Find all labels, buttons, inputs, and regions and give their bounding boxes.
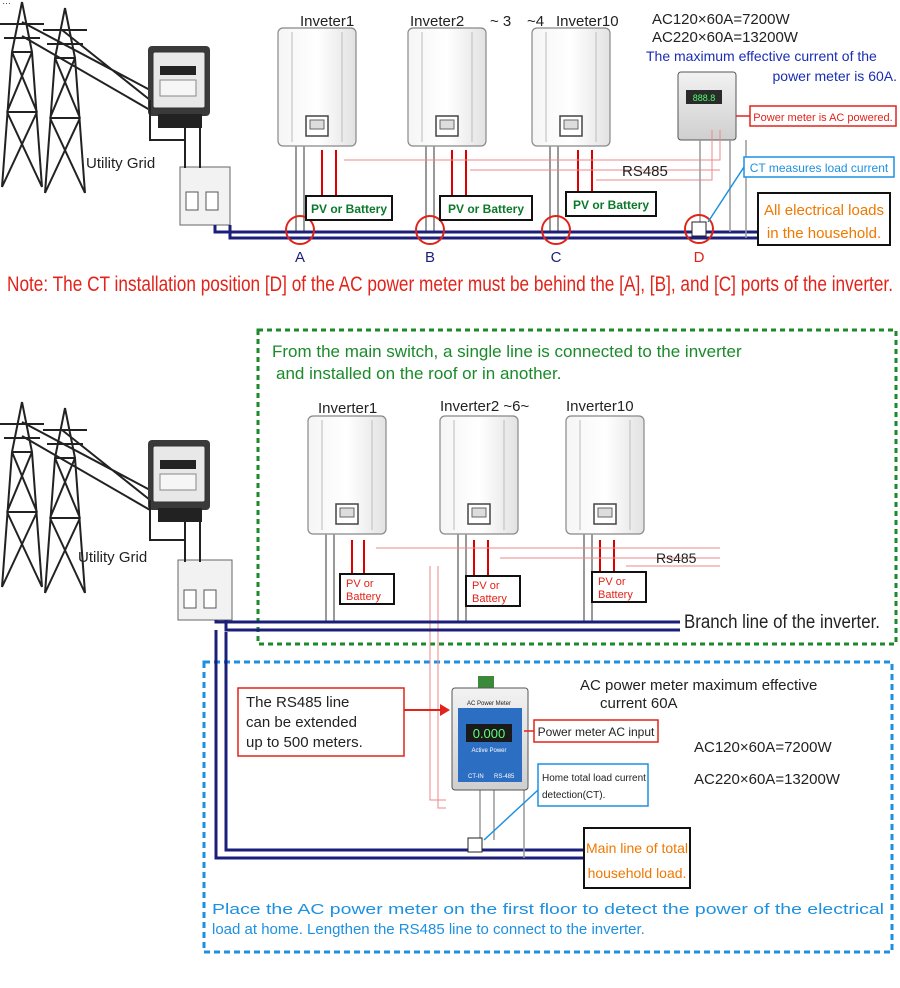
- utility-grid-label: Utility Grid: [86, 155, 155, 172]
- svg-text:888.8: 888.8: [693, 93, 716, 103]
- breaker: [179, 166, 231, 226]
- green-region-text: From the main switch, a single line is c…: [272, 342, 742, 361]
- meter-rs485-port: RS-485: [494, 774, 515, 780]
- max-current-text: power meter is 60A.: [773, 68, 898, 84]
- ct-measures-label: CT measures load current: [750, 161, 889, 175]
- meter-face-subtitle: Active Power: [471, 748, 506, 754]
- inverter-unit: [565, 415, 645, 535]
- inverter10-label: Inveter10: [556, 13, 619, 30]
- port-a-label: A: [295, 249, 305, 266]
- rs485-extension-text: can be extended: [246, 714, 357, 731]
- branch-line-label: Branch line of the inverter.: [684, 612, 880, 633]
- rs485-extension-text: The RS485 line: [246, 694, 349, 711]
- inverter-unit: [307, 415, 387, 535]
- inverter-unit: [407, 27, 487, 147]
- pv-battery-label: PV or Battery: [311, 202, 387, 216]
- rs485-extension-text: up to 500 meters.: [246, 734, 363, 751]
- loads-label: in the household.: [767, 225, 881, 242]
- port-c-label: C: [551, 249, 562, 266]
- home-ct-label: detection(CT).: [542, 790, 605, 801]
- rooftop-region: [256, 328, 898, 646]
- pv-battery-label: PV or Battery: [448, 202, 524, 216]
- green-region-text: and installed on the roof or in another.: [276, 364, 561, 383]
- breaker: [177, 559, 233, 621]
- main-line-label: Main line of total: [586, 840, 688, 856]
- rs485-label: RS485: [622, 163, 668, 180]
- inverter2-label: Inverter2 ~6~: [440, 398, 529, 415]
- meter-max-text: current 60A: [600, 695, 678, 712]
- pv-label: PV or: [346, 578, 374, 590]
- power-meter-ac-label: Power meter is AC powered.: [753, 112, 892, 124]
- rs485-label: Rs485: [656, 550, 697, 566]
- first-floor-region: [202, 660, 894, 954]
- inverter1-label: Inverter1: [318, 400, 377, 417]
- blue-region-text: Place the AC power meter on the first fl…: [212, 901, 884, 918]
- meter-max-text: AC power meter maximum effective: [580, 677, 817, 694]
- inverter2-label: Inveter2: [410, 13, 464, 30]
- range-label: ~4: [527, 13, 544, 30]
- battery-label: Battery: [598, 589, 633, 601]
- pv-battery-label: PV or Battery: [573, 198, 649, 212]
- range-label: ~ 3: [490, 13, 511, 30]
- meter-partial-label: …: [2, 0, 11, 6]
- meter-ct-port: CT-IN: [468, 774, 484, 780]
- inverter-unit: [277, 27, 357, 147]
- ac120-spec: AC120×60A=7200W: [652, 11, 790, 28]
- ac220-spec: AC220×60A=13200W: [652, 29, 799, 46]
- max-current-text: The maximum effective current of the: [646, 48, 877, 64]
- ac220-spec: AC220×60A=13200W: [694, 771, 841, 788]
- inverter-unit: [531, 27, 611, 147]
- inverter1-label: Inveter1: [300, 13, 354, 30]
- utility-meter: [148, 440, 210, 522]
- ct-installation-note: Note: The CT installation position [D] o…: [7, 273, 893, 296]
- bottom-diagram: AC Power Meter 0.000 Active Power CT-IN …: [0, 328, 898, 954]
- battery-label: Battery: [346, 591, 381, 603]
- blue-region-text: load at home. Lengthen the RS485 line to…: [212, 921, 645, 938]
- utility-grid-label: Utility Grid: [78, 549, 147, 566]
- pv-label: PV or: [472, 580, 500, 592]
- utility-meter: [148, 46, 210, 128]
- ac120-spec: AC120×60A=7200W: [694, 739, 832, 756]
- port-d-label: D: [694, 249, 705, 266]
- meter-ac-input-label: Power meter AC input: [538, 725, 655, 739]
- ac-power-meter: 888.8: [677, 71, 737, 141]
- home-ct-label: Home total load current: [542, 773, 646, 784]
- inverter-unit: [439, 415, 519, 535]
- pv-label: PV or: [598, 576, 626, 588]
- meter-reading: 0.000: [473, 726, 506, 741]
- top-diagram: 888.8 … Inveter1 Inveter2 ~ 3 ~4 Inveter: [0, 0, 897, 296]
- battery-label: Battery: [472, 593, 507, 605]
- loads-label: All electrical loads: [764, 202, 884, 219]
- port-b-label: B: [425, 249, 435, 266]
- ac-power-meter: AC Power Meter 0.000 Active Power CT-IN …: [451, 676, 529, 791]
- meter-face-title: AC Power Meter: [467, 701, 511, 707]
- inverter10-label: Inverter10: [566, 398, 634, 415]
- main-line-label: household load.: [588, 865, 687, 881]
